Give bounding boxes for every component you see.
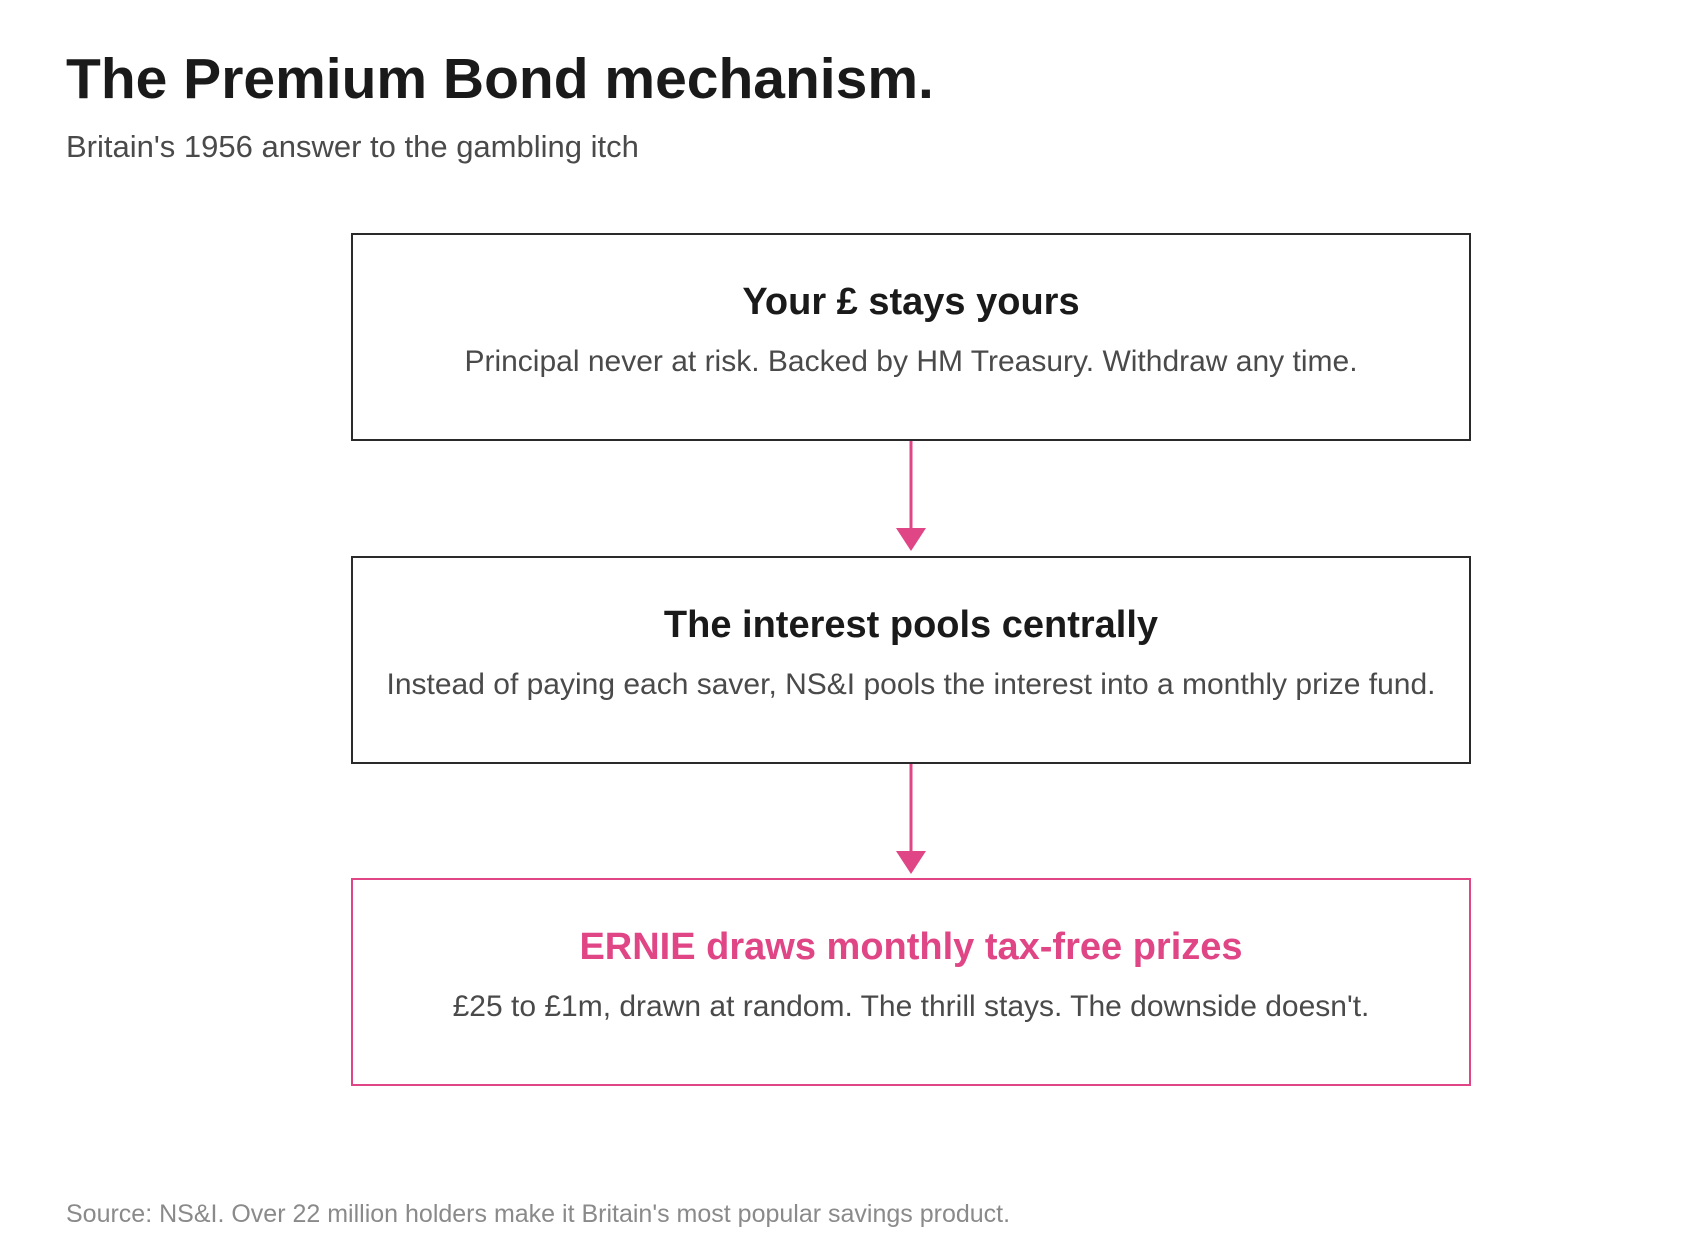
arrow-head [896,528,926,551]
step-title: ERNIE draws monthly tax-free prizes [579,926,1243,968]
flow-step-interest-pool: The interest pools centrally Instead of … [351,556,1471,764]
step-description: £25 to £1m, drawn at random. The thrill … [452,990,1370,1023]
arrow-head [896,851,926,874]
source-note: Source: NS&I. Over 22 million holders ma… [66,1200,1011,1228]
page-subtitle: Britain's 1956 answer to the gambling it… [66,129,639,164]
flow-step-principal: Your £ stays yours Principal never at ri… [351,233,1471,441]
step-title: The interest pools centrally [663,604,1159,646]
step-title: Your £ stays yours [742,281,1080,323]
step-description: Principal never at risk. Backed by HM Tr… [464,345,1358,378]
flow-step-ernie-prizes: ERNIE draws monthly tax-free prizes £25 … [351,878,1471,1086]
page-title: The Premium Bond mechanism. [66,47,934,111]
step-description: Instead of paying each saver, NS&I pools… [386,668,1436,701]
